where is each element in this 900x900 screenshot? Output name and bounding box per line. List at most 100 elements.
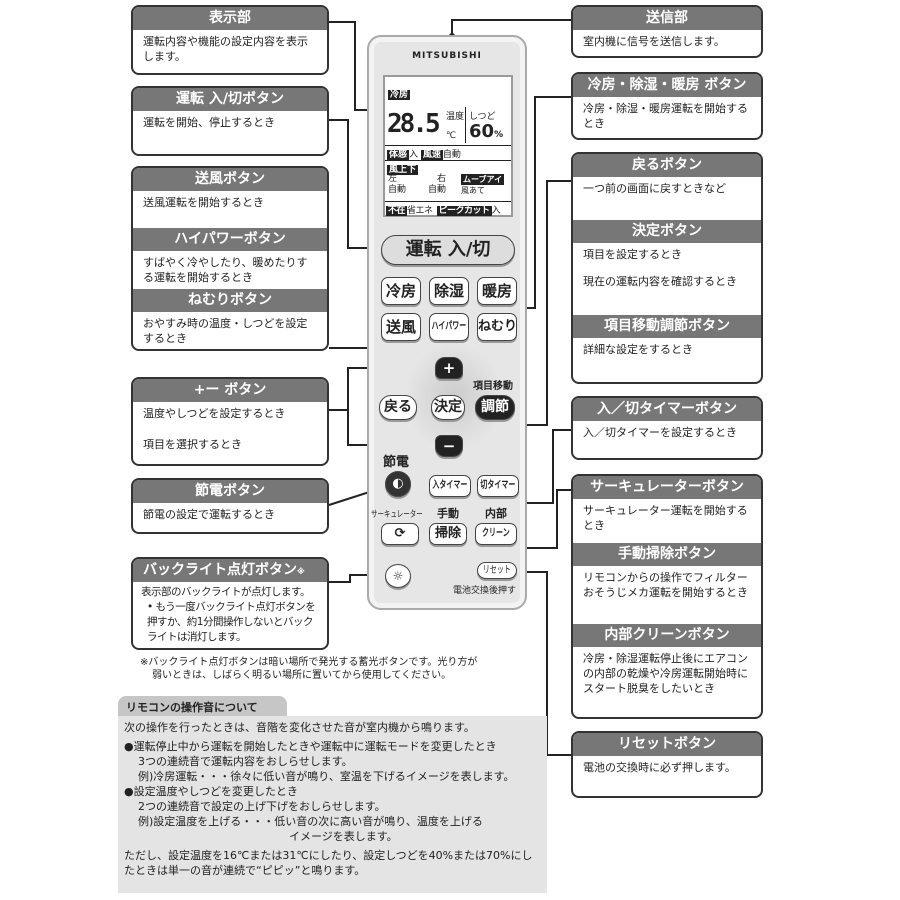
right-value: 自動 <box>428 185 447 195</box>
eco-callout: 節電ボタン 節電の設定で運転するとき <box>131 478 329 534</box>
cool-button[interactable]: 冷房 <box>381 277 421 305</box>
callout-title: 冷房・除湿・暖房 ボタン <box>573 74 761 97</box>
callout-text: 現在の運転内容を確認するとき <box>583 275 737 288</box>
sleep-button[interactable]: ねむり <box>477 313 517 341</box>
eco-button[interactable]: ◐ <box>385 471 411 497</box>
plus-button[interactable]: + <box>435 357 463 379</box>
reset-label: リセット <box>482 565 511 576</box>
peak-cut-value: 入 <box>491 206 501 216</box>
heat-button[interactable]: 暖房 <box>477 277 517 305</box>
fan-button[interactable]: 送風 <box>381 313 421 341</box>
backlight-footnote: ※バックライト点灯ボタンは暗い場所で発光する蓄光ボタンです。光り方が 弱いときは… <box>140 656 477 682</box>
callout-title: 戻るボタン <box>573 154 761 177</box>
reset-callout: リセットボタン 電池の交換時に必ず押します。 <box>571 731 763 798</box>
callout-text: 表示部のバックライトが点灯します。 <box>141 586 310 598</box>
inner-clean-button[interactable]: クリーン <box>475 523 517 545</box>
fan-hipower-sleep-callout: 送風ボタン 送風運転を開始するとき ハイパワーボタン すばやく冷やしたり、暖めた… <box>131 166 329 351</box>
taikan-value: 入 <box>409 150 419 160</box>
backlight-button[interactable]: ☼ <box>385 564 411 588</box>
panel-line: 次の操作を行ったときは、音階を変化させた音が室内機から鳴ります。 <box>124 721 475 734</box>
adjust-button[interactable]: 調節 <box>475 395 515 420</box>
panel-line: ただし、設定温度を16℃または31℃にしたり、設定しつどを40%または70%にし… <box>124 849 533 877</box>
manual-label: 手動 <box>437 507 459 520</box>
hipower-button[interactable]: ハイパワー <box>429 313 469 341</box>
footnote-line: 弱いときは、しばらく明るい場所に置いてから使用してください。 <box>152 670 452 681</box>
light-bulb-icon: ☼ <box>392 569 404 583</box>
reset-button[interactable]: リセット <box>477 562 517 579</box>
humidity-unit: % <box>494 130 504 140</box>
off-timer-button[interactable]: 切タイマー <box>477 475 519 497</box>
circulation-icon: ⟳ <box>394 526 406 541</box>
transmitter-callout: 送信部 室内機に信号を送信します。 <box>571 5 763 58</box>
absent-label: 不在 <box>386 206 408 216</box>
callout-text: 入／切タイマーを設定するとき <box>583 426 737 439</box>
backlight-callout: バックライト点灯ボタン※ 表示部のバックライトが点灯します。 • もう一度バック… <box>131 557 329 650</box>
on-timer-label: 入タイマー <box>432 480 468 491</box>
dry-button[interactable]: 除湿 <box>429 277 469 305</box>
footnote-line: ※バックライト点灯ボタンは暗い場所で発光する蓄光ボタンです。光り方が <box>140 657 478 668</box>
panel-line: 3つの連続音で運転内容をおしらせします。 <box>138 755 353 768</box>
callout-title: ねむりボタン <box>133 289 327 312</box>
mode-indicator: 冷房 <box>388 90 411 100</box>
callout-title: サーキュレーターボタン <box>573 476 761 499</box>
callout-title: 項目移動調節ボタン <box>573 315 761 338</box>
callout-title: 運転 入/切ボタン <box>133 88 327 111</box>
power-button[interactable]: 運転 入/切 <box>381 235 515 265</box>
fan-speed-value: 自動 <box>442 150 461 160</box>
brand-logo: MITSUBISHI <box>412 51 482 61</box>
callout-title: 決定ボタン <box>573 220 761 243</box>
callout-text: おやすみ時の温度・しつどを設定するとき <box>143 317 308 345</box>
temp-unit: ℃ <box>446 131 457 141</box>
callout-text: 項目を設定するとき <box>583 248 682 261</box>
callout-title: 表示部 <box>133 7 327 30</box>
panel-line: ●設定温度やしつどを変更したとき <box>124 785 298 798</box>
absent-value: 省エネ <box>407 206 433 216</box>
callout-text: 運転を開始、停止するとき <box>143 116 275 129</box>
callout-title: 送信部 <box>573 7 761 30</box>
back-enter-adjust-callout: 戻るボタン 一つ前の画面に戻すときなど 決定ボタン 項目を設定するとき 現在の運… <box>571 152 763 384</box>
callout-title: ハイパワーボタン <box>133 228 327 251</box>
panel-line: 例)設定温度を上げる・・・低い音の次に高い音が鳴り、温度を上げる <box>138 815 483 828</box>
callout-text: 室内機に信号を送信します。 <box>583 35 725 48</box>
callout-text: 運転内容や機能の設定内容を表示します。 <box>143 35 308 63</box>
lcd-display: 冷房 28.5 ℃ 温度 しつど 60% 体感入 風速自動 風上下 左右自動自動… <box>383 75 513 217</box>
on-timer-button[interactable]: 入タイマー <box>429 475 471 497</box>
right-label: 右 <box>437 174 447 184</box>
callout-text: リモコンからの操作でフィルターおそうじメカ運転を開始するとき <box>583 571 748 599</box>
move-eye-value: 風あて <box>461 186 485 195</box>
peak-cut-label: ピークカット <box>436 206 492 216</box>
footnote-mark: ※ <box>297 567 305 576</box>
remote-control: MITSUBISHI 冷房 28.5 ℃ 温度 しつど 60% 体感入 風速自動… <box>367 35 527 610</box>
plus-minus-callout: +ー ボタン 温度やしつどを設定するとき 項目を選択するとき <box>131 377 329 466</box>
inner-clean-label: クリーン <box>482 528 510 539</box>
humidity-label: しつど <box>469 112 496 122</box>
hipower-label: ハイパワー <box>431 321 467 332</box>
minus-button[interactable]: − <box>435 435 463 457</box>
enter-button[interactable]: 決定 <box>431 395 465 420</box>
eco-icon: ◐ <box>392 476 404 491</box>
circulator-button[interactable]: ⟳ <box>381 523 419 545</box>
callout-text: 温度やしつどを設定するとき <box>143 407 286 420</box>
callout-text: 項目を選択するとき <box>143 438 242 451</box>
vane-label: 風上下 <box>387 165 419 175</box>
callout-text: 電池の交換時に必ず押します。 <box>583 761 736 774</box>
callout-text: 送風運転を開始するとき <box>143 196 264 209</box>
operation-sound-panel: リモコンの操作音について 次の操作を行ったときは、音階を変化させた音が室内機から… <box>118 696 547 893</box>
callout-text: 冷房・除湿・暖房運転を開始するとき <box>583 102 748 130</box>
callout-text: すばやく冷やしたり、暖めたりする運転を開始するとき <box>143 256 308 284</box>
callout-title: 節電ボタン <box>133 480 327 503</box>
display-callout: 表示部 運転内容や機能の設定内容を表示します。 <box>131 5 329 75</box>
power-button-callout: 運転 入/切ボタン 運転を開始、停止するとき <box>131 86 329 156</box>
eco-label: 節電 <box>383 455 410 470</box>
taikan-label: 体感 <box>387 150 410 160</box>
off-timer-label: 切タイマー <box>480 480 516 491</box>
left-value: 自動 <box>388 185 407 195</box>
callout-title: 内部クリーンボタン <box>573 624 761 647</box>
temperature-readout: 28.5 <box>387 109 441 139</box>
manual-clean-button[interactable]: 掃除 <box>429 523 467 545</box>
callout-title: +ー ボタン <box>133 379 327 402</box>
callout-text: 一つ前の画面に戻すときなど <box>583 182 726 195</box>
callout-title: バックライト点灯ボタン <box>143 562 297 578</box>
back-button[interactable]: 戻る <box>379 395 417 420</box>
callout-bullet: • もう一度バックライト点灯ボタンを押すか、約1分間操作しないとバックライトは消… <box>147 601 316 643</box>
